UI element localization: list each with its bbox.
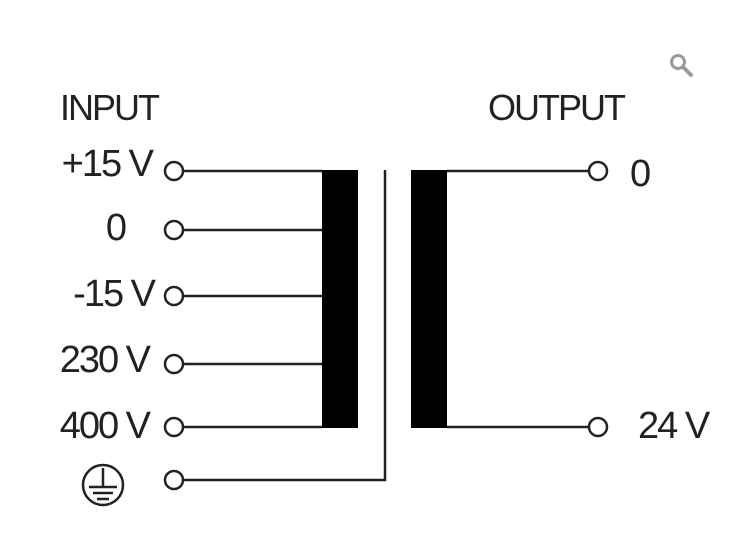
input-terminal-230 (163, 353, 185, 375)
input-terminal-zero (163, 219, 185, 241)
input-terminal-400 (163, 416, 185, 438)
output-label-24: 24 V (638, 405, 711, 447)
primary-winding (322, 170, 358, 428)
magnifier-icon[interactable] (670, 54, 693, 77)
input-label-230: 230 V (60, 339, 152, 381)
output-label-zero: 0 (630, 153, 650, 195)
output-terminal-zero (587, 160, 609, 182)
input-header: INPUT (60, 87, 160, 128)
protective-earth-icon (81, 463, 125, 507)
input-terminal-plus15 (163, 160, 185, 182)
secondary-winding (411, 170, 447, 428)
output-header: OUTPUT (488, 87, 626, 128)
input-label-plus15: +15 V (62, 143, 155, 185)
output-terminal-24 (587, 416, 609, 438)
input-terminal-earth (163, 469, 185, 491)
shield-wire (183, 170, 387, 482)
input-label-400: 400 V (60, 405, 152, 447)
input-label-zero: 0 (106, 207, 126, 249)
input-terminal-minus15 (163, 285, 185, 307)
input-label-minus15: -15 V (73, 273, 156, 315)
